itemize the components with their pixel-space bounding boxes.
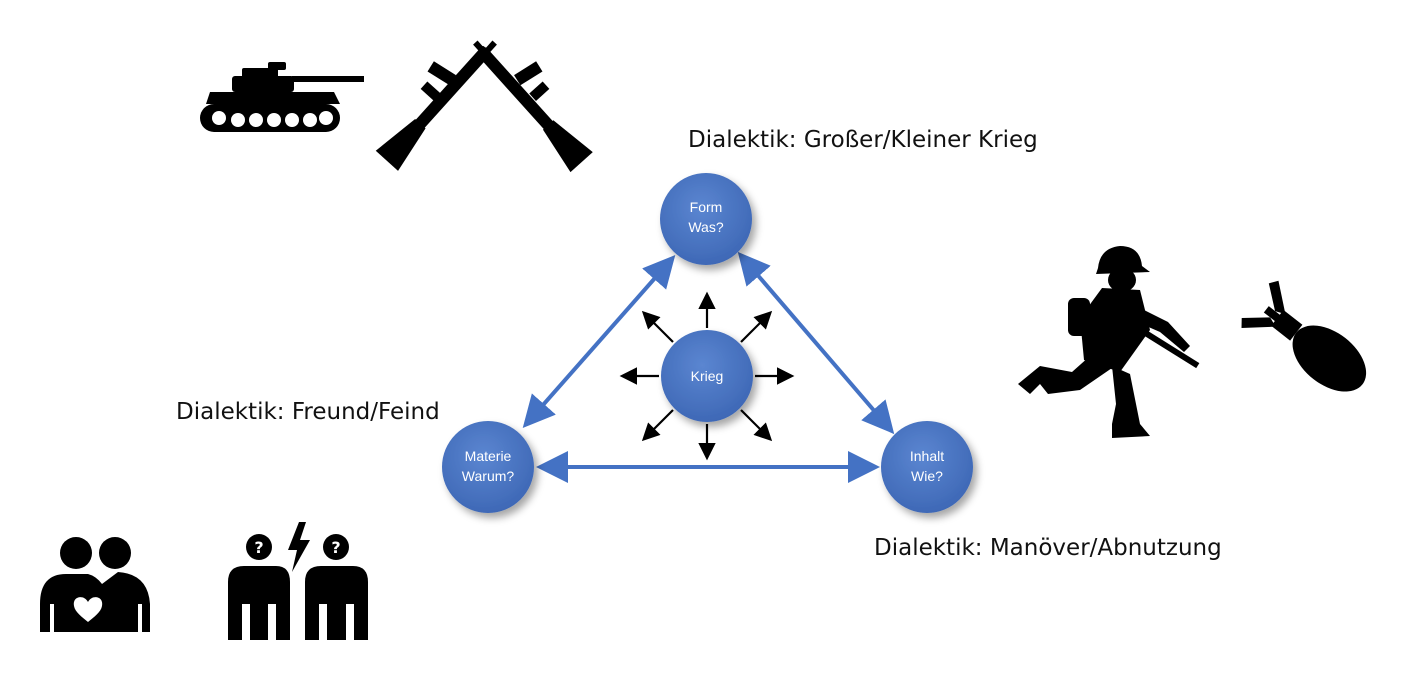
bomb-icon [1241, 280, 1367, 392]
ray-down-left [641, 409, 674, 442]
ray-up-left [641, 310, 674, 343]
svg-text:?: ? [331, 538, 340, 557]
tank-icon [200, 62, 364, 132]
dialectic-label-top: Dialektik: Großer/Kleiner Krieg [688, 127, 1038, 153]
soldier-icon [1018, 246, 1200, 438]
triangle-connectors [522, 251, 895, 483]
node-left-line1: Materie [465, 448, 512, 464]
node-right: Inhalt Wie? [881, 421, 973, 513]
node-center-line1: Krieg [691, 368, 724, 384]
ray-up-right [740, 310, 773, 343]
radiating-arrows [619, 291, 795, 461]
conflict-people-icon: ? ? [228, 522, 368, 640]
dialectic-label-right: Dialektik: Manöver/Abnutzung [874, 535, 1222, 561]
node-top-line2: Was? [688, 219, 723, 235]
node-top-line1: Form [690, 199, 723, 215]
svg-text:?: ? [254, 538, 263, 557]
connector-left-top [522, 255, 676, 428]
node-left-line2: Warum? [462, 468, 515, 484]
node-right-line2: Wie? [911, 468, 943, 484]
dialectic-label-left: Dialektik: Freund/Feind [176, 399, 440, 425]
node-left: Materie Warum? [442, 421, 534, 513]
couple-icon [40, 537, 150, 632]
ray-down-right [740, 409, 773, 442]
node-center: Krieg [661, 330, 753, 422]
crossed-rifles-icon [375, 40, 593, 173]
node-right-line1: Inhalt [910, 448, 944, 464]
node-top: Form Was? [660, 173, 752, 265]
connector-top-right [737, 251, 895, 435]
